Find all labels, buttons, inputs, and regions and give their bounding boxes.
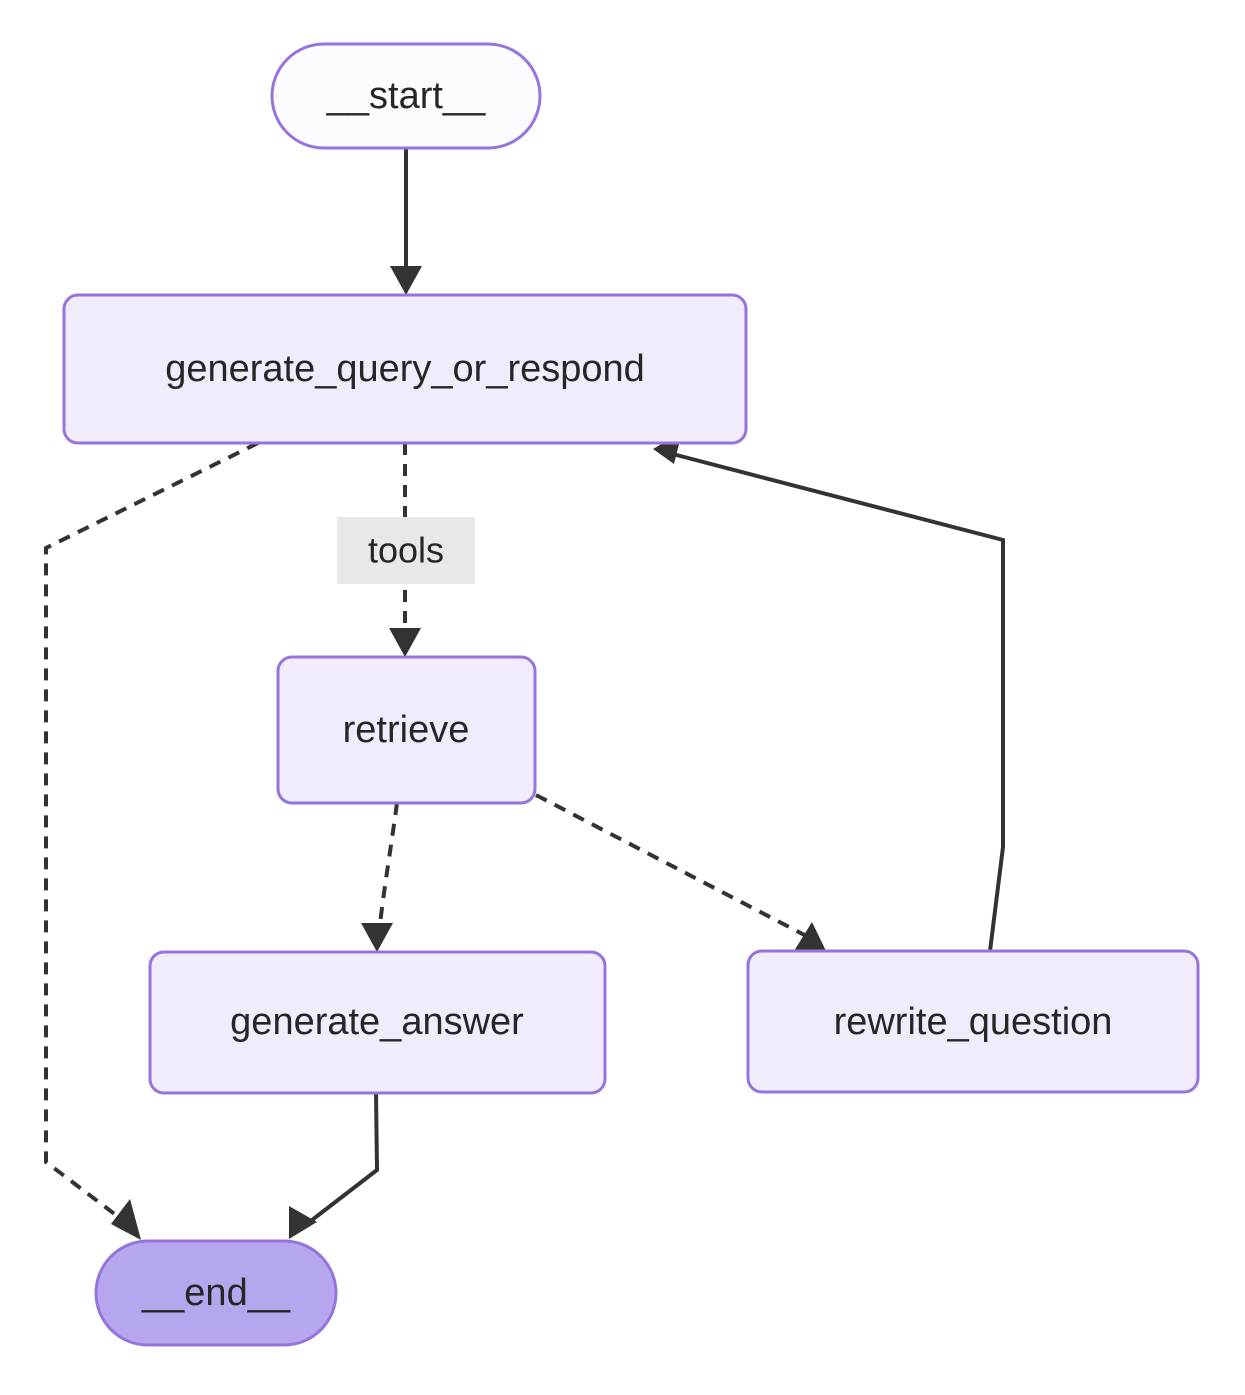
node-shape[interactable] [62, 293, 748, 445]
node-shape[interactable] [276, 655, 537, 805]
edge-retrieve-to-rewrite [535, 793, 826, 951]
edge-label-layer: tools [337, 517, 475, 584]
node-shape[interactable] [148, 950, 607, 1095]
node-end[interactable]: __end__ [94, 1239, 338, 1347]
node-shape[interactable] [94, 1239, 338, 1347]
edge-rewrite-to-generate [653, 432, 1005, 952]
node-shape[interactable] [746, 949, 1200, 1094]
node-layer: __start__ generate_query_or_respond retr… [62, 42, 1200, 1347]
node-label: generate_query_or_respond [165, 348, 645, 390]
node-label: rewrite_question [834, 1001, 1113, 1043]
arrowhead-icon [390, 266, 422, 295]
node-shape[interactable] [270, 42, 542, 150]
edge-retrieve-to-generate-answer [361, 802, 399, 952]
edge-label-tools: tools [337, 517, 475, 584]
node-label: generate_answer [230, 1001, 524, 1043]
edge-label-text: tools [368, 530, 444, 571]
node-rewrite-question[interactable]: rewrite_question [746, 949, 1200, 1094]
node-retrieve[interactable]: retrieve [276, 655, 537, 805]
edge-start-to-generate [390, 148, 422, 295]
arrowhead-icon [794, 922, 826, 951]
edge-path [44, 441, 259, 1230]
edge-path [664, 450, 1005, 952]
arrowhead-icon [111, 1199, 141, 1240]
node-label: __end__ [141, 1272, 291, 1314]
edge-generate-to-end [44, 441, 259, 1240]
arrowhead-icon [361, 923, 393, 952]
edge-label-background [337, 517, 475, 584]
edge-generate-to-retrieve [389, 443, 421, 657]
arrowhead-icon [389, 628, 421, 657]
node-generate-answer[interactable]: generate_answer [148, 950, 607, 1095]
edge-generate-answer-to-end [289, 1092, 380, 1239]
edge-path [297, 1092, 380, 1232]
node-label: retrieve [343, 709, 470, 751]
edge-path [535, 793, 817, 943]
node-start[interactable]: __start__ [270, 42, 542, 150]
arrowhead-icon [289, 1206, 317, 1239]
node-generate-query-or-respond[interactable]: generate_query_or_respond [62, 293, 748, 445]
edge-layer [44, 148, 1005, 1240]
edge-path [376, 802, 399, 944]
node-label: __start__ [326, 75, 486, 117]
